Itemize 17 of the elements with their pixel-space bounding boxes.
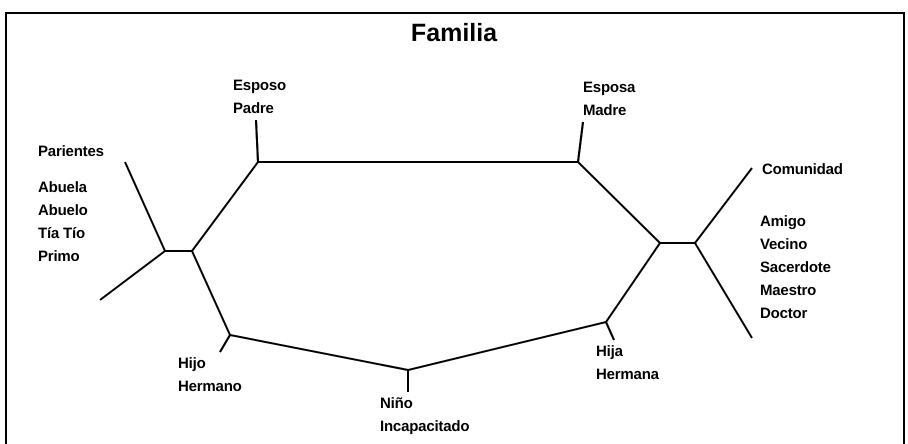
role-label: Hija Hermana — [596, 342, 659, 385]
role-label: Esposo Padre — [233, 76, 286, 119]
connector-line — [99, 250, 166, 301]
role-label: Parientes — [38, 142, 104, 162]
role-label: Esposa Madre — [583, 78, 636, 121]
connector-line — [576, 122, 661, 244]
role-label: Hijo Hermano — [178, 354, 242, 397]
title: Familia — [410, 18, 498, 48]
role-label: Abuela Abuelo Tía Tío Primo — [38, 178, 88, 267]
role-label: Amigo Vecino Sacerdote Maestro Doctor — [760, 212, 831, 324]
connector-line — [694, 242, 753, 339]
connector-line — [191, 120, 260, 252]
role-label: Niño Incapacitado — [380, 394, 470, 437]
connector-line — [694, 167, 753, 244]
connector-line — [124, 162, 166, 252]
role-label: Comunidad — [762, 160, 843, 180]
connector-line — [604, 242, 661, 340]
